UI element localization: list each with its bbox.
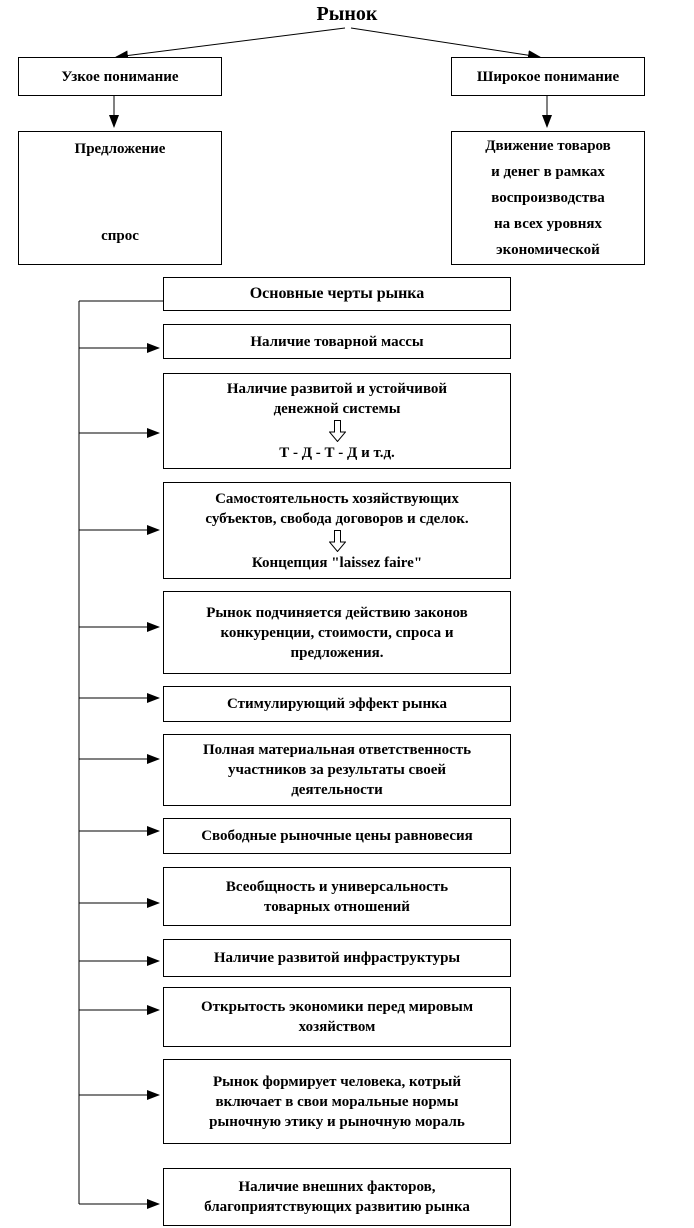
- feature-text: Рынок формирует человека, котрый включае…: [209, 1073, 465, 1130]
- feature-box-infrastructure: Наличие развитой инфраструктуры: [163, 939, 511, 977]
- feature-box-stimulating-effect: Стимулирующий эффект рынка: [163, 686, 511, 722]
- supply-demand-box: Предложение спрос: [18, 131, 222, 265]
- supply-label: Предложение: [74, 141, 166, 157]
- feature-text: Наличие товарной массы: [250, 333, 424, 350]
- feature-text: Всеобщность и универсальность товарных о…: [225, 878, 449, 915]
- features-header-box: Основные черты рынка: [163, 277, 511, 311]
- demand-label: спрос: [101, 228, 139, 244]
- narrow-understanding-label: Узкое понимание: [61, 68, 179, 85]
- feature-text: Стимулирующий эффект рынка: [226, 696, 448, 712]
- wide-understanding-box: Широкое понимание: [451, 57, 645, 96]
- feature-text: Открытость экономики перед мировым хозяй…: [200, 999, 474, 1035]
- feature-text: Наличие внешних факторов, благоприятству…: [204, 1179, 470, 1215]
- feature-text: Наличие развитой и устойчивой денежной с…: [226, 381, 448, 417]
- branch-arrow-right: [350, 27, 541, 61]
- features-header-label: Основные черты рынка: [249, 285, 425, 302]
- goods-money-movement-text: Движение товаров и денег в рамках воспро…: [485, 138, 611, 258]
- feature-subtext: Концепция "laissez faire": [251, 554, 423, 571]
- feature-text: Рынок подчиняется действию законов конку…: [206, 604, 468, 661]
- feature-box-responsibility: Полная материальная ответственность учас…: [163, 734, 511, 806]
- feature-text: Полная материальная ответственность учас…: [202, 742, 472, 798]
- feature-box-market-ethics: Рынок формирует человека, котрый включае…: [163, 1059, 511, 1144]
- feature-box-external-factors: Наличие внешних факторов, благоприятству…: [163, 1168, 511, 1226]
- feature-text: Свободные рыночные цены равновесия: [201, 828, 473, 844]
- wide-understanding-label: Широкое понимание: [476, 68, 620, 85]
- feature-box-open-economy: Открытость экономики перед мировым хозяй…: [163, 987, 511, 1047]
- goods-money-movement-box: Движение товаров и денег в рамках воспро…: [451, 131, 645, 265]
- feature-box-money-system: Наличие развитой и устойчивой денежной с…: [163, 373, 511, 469]
- hollow-down-arrow-icon: [328, 529, 346, 552]
- feature-box-free-prices: Свободные рыночные цены равновесия: [163, 818, 511, 854]
- page-title: Рынок: [316, 3, 378, 25]
- branch-arrow-left: [115, 27, 346, 61]
- feature-box-universality: Всеобщность и универсальность товарных о…: [163, 867, 511, 926]
- feature-subtext: Т - Д - Т - Д и т.д.: [279, 445, 395, 461]
- hollow-down-arrow-icon: [328, 420, 346, 442]
- narrow-understanding-box: Узкое понимание: [18, 57, 222, 96]
- feature-text: Наличие развитой инфраструктуры: [213, 950, 461, 966]
- feature-box-commodity-mass: Наличие товарной массы: [163, 324, 511, 359]
- feature-text: Самостоятельность хозяйствующих субъекто…: [205, 490, 469, 527]
- feature-box-laws: Рынок подчиняется действию законов конку…: [163, 591, 511, 674]
- feature-box-independence: Самостоятельность хозяйствующих субъекто…: [163, 482, 511, 579]
